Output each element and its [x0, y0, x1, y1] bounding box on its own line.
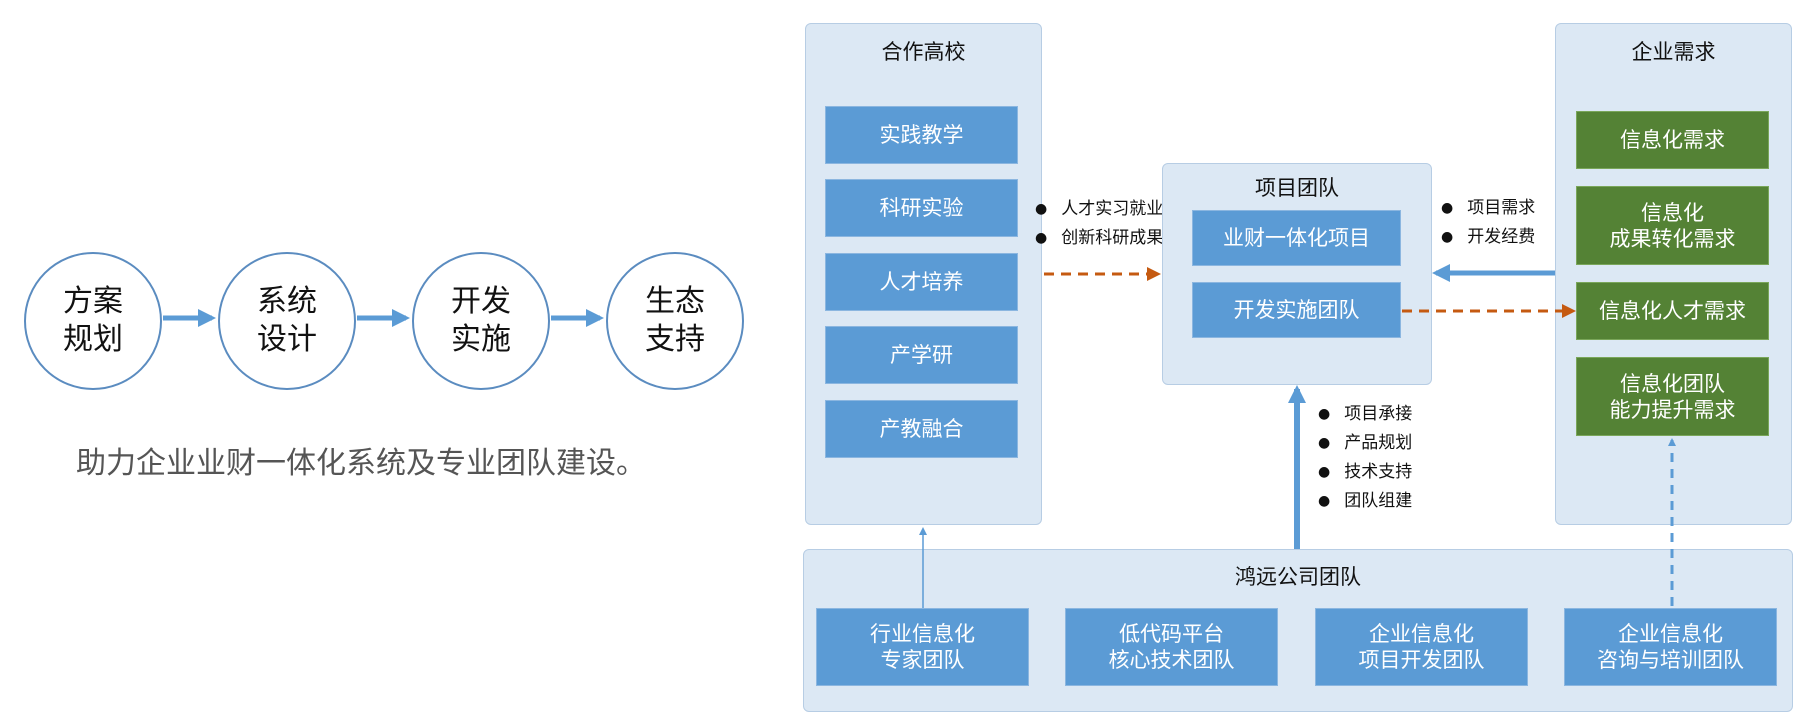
company-item-experts: 行业信息化 专家团队: [816, 608, 1029, 686]
college-to-project-bullets: 人才实习就业 创新科研成果: [1035, 195, 1163, 253]
bullet-planning: 产品规划: [1318, 429, 1412, 458]
bullet-project-demand: 项目需求: [1441, 194, 1535, 223]
step-circle-design: 系统 设计: [218, 252, 356, 390]
project-item-integration: 业财一体化项目: [1192, 210, 1401, 266]
enterprise-item-capability-demand: 信息化团队 能力提升需求: [1576, 357, 1769, 436]
bullet-team-building: 团队组建: [1318, 487, 1412, 516]
colleges-title: 合作高校: [881, 40, 966, 64]
college-item-practice: 实践教学: [825, 106, 1018, 164]
company-item-consulting: 企业信息化 咨询与培训团队: [1564, 608, 1777, 686]
enterprise-item-transfer-demand: 信息化 成果转化需求: [1576, 186, 1769, 265]
enterprise-item-it-demand: 信息化需求: [1576, 111, 1769, 169]
bullet-undertake: 项目承接: [1318, 400, 1412, 429]
project-item-dev-team: 开发实施团队: [1192, 282, 1401, 338]
college-item-talent: 人才培养: [825, 253, 1018, 311]
flow-caption: 助力企业业财一体化系统及专业团队建设。: [76, 446, 646, 481]
step-circle-ecosystem: 生态 支持: [606, 252, 744, 390]
bullet-tech-support: 技术支持: [1318, 458, 1412, 487]
enterprise-title: 企业需求: [1631, 40, 1716, 64]
enterprise-item-talent-demand: 信息化人才需求: [1576, 282, 1769, 340]
company-to-project-bullets: 项目承接 产品规划 技术支持 团队组建: [1318, 400, 1412, 516]
project-team-title: 项目团队: [1255, 176, 1339, 200]
step-circle-plan: 方案 规划: [24, 252, 162, 390]
bullet-talent-internship: 人才实习就业: [1035, 195, 1163, 224]
step-circle-develop: 开发 实施: [412, 252, 550, 390]
company-item-projectdev: 企业信息化 项目开发团队: [1315, 608, 1528, 686]
project-team-panel: [1162, 163, 1432, 385]
college-item-research: 科研实验: [825, 179, 1018, 237]
bullet-research-results: 创新科研成果: [1035, 224, 1163, 253]
enterprise-to-project-bullets: 项目需求 开发经费: [1441, 194, 1535, 252]
college-item-industry: 产学研: [825, 326, 1018, 384]
company-title: 鸿远公司团队: [1235, 565, 1361, 589]
college-item-integration: 产教融合: [825, 400, 1018, 458]
bullet-dev-funding: 开发经费: [1441, 223, 1535, 252]
company-item-lowcode: 低代码平台 核心技术团队: [1065, 608, 1278, 686]
